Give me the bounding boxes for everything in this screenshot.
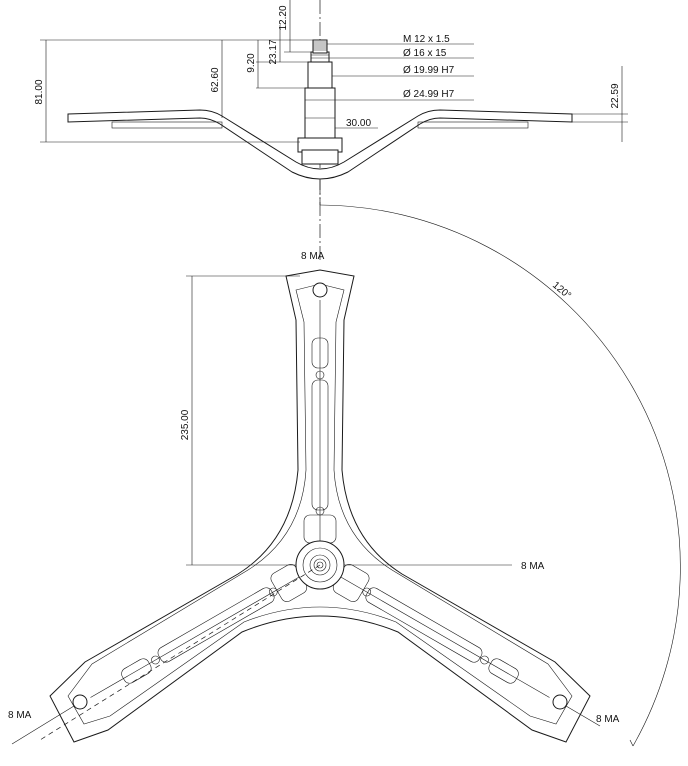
dim-arm-length: 235.00 [180, 409, 191, 440]
dim-3000: 30.00 [346, 118, 371, 129]
hub-bore [309, 554, 331, 576]
top-view: 120° [8, 180, 681, 747]
dim-d16: Ø 16 x 15 [403, 48, 447, 59]
hole-label-top: 8 MA [301, 251, 325, 262]
hub-base [301, 149, 339, 165]
dim-d1999: Ø 19.99 H7 [403, 65, 455, 76]
hole-left [72, 694, 88, 710]
hole-label-right: 8 MA [596, 714, 620, 725]
dim-d2499: Ø 24.99 H7 [403, 89, 455, 100]
arm-left-pockets [332, 564, 550, 698]
dim-8100: 81.00 [34, 79, 45, 104]
hole-top [312, 282, 328, 298]
hub-shaft [313, 558, 327, 572]
hole-right [552, 694, 568, 710]
hole-label-center: 8 MA [521, 561, 545, 572]
thread-hatch [305, 41, 335, 119]
dim-1220: 12.20 [278, 5, 289, 30]
dim-920: 9.20 [246, 53, 257, 73]
dim-6260: 62.60 [210, 67, 221, 92]
arm-top-pockets [303, 300, 337, 548]
hole-label-left: 8 MA [8, 710, 32, 721]
dim-2259: 22.59 [610, 83, 621, 108]
flange-right [417, 121, 529, 129]
spider-inner-outline [67, 283, 573, 725]
shaft-d1999 [307, 61, 333, 89]
dim-angle: 120° [550, 280, 573, 302]
arm-right-pockets [90, 564, 308, 698]
side-view: M 12 x 1.5 Ø 16 x 15 Ø 19.99 H7 Ø 24.99 … [34, 0, 628, 205]
angle-arc [319, 204, 681, 747]
flange-left [111, 121, 223, 129]
hub-ring [302, 547, 338, 583]
dim-thread: M 12 x 1.5 [403, 34, 450, 45]
shaft-d2499 [304, 87, 336, 139]
dim-2317: 23.17 [268, 39, 279, 64]
